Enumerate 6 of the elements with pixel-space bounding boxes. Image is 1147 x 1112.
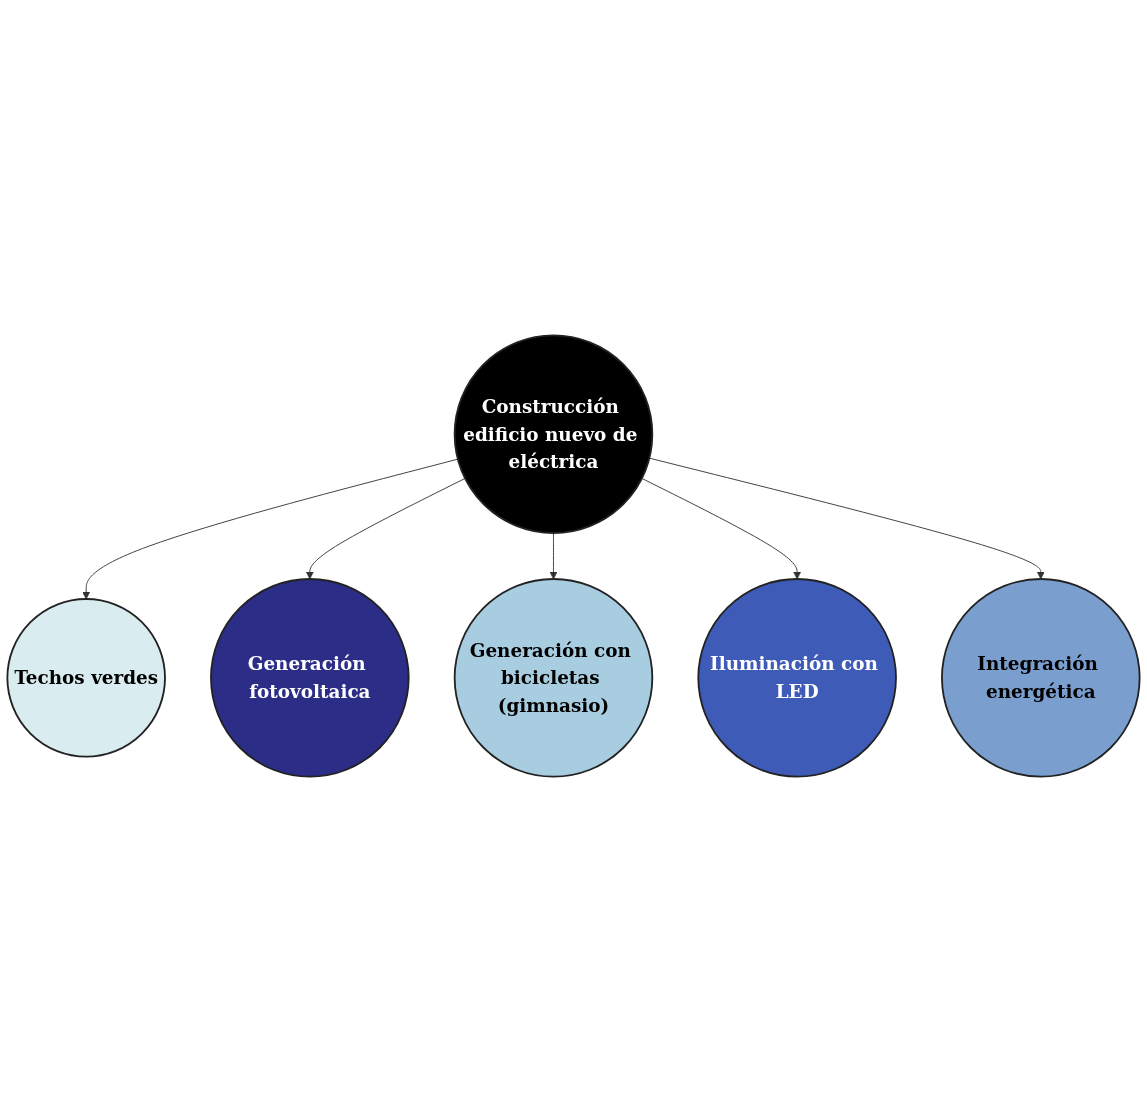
node-circle: Iluminación con LED xyxy=(697,578,897,778)
node-circle: Construcción edificio nuevo de eléctrica xyxy=(453,334,654,534)
node-circle: Generación fotovoltaica xyxy=(210,578,410,778)
node-circle: Integración energética xyxy=(941,578,1141,778)
node-circle: Generación con bicicletas (gimnasio) xyxy=(453,578,654,778)
node-circle: Techos verdes xyxy=(6,598,166,758)
